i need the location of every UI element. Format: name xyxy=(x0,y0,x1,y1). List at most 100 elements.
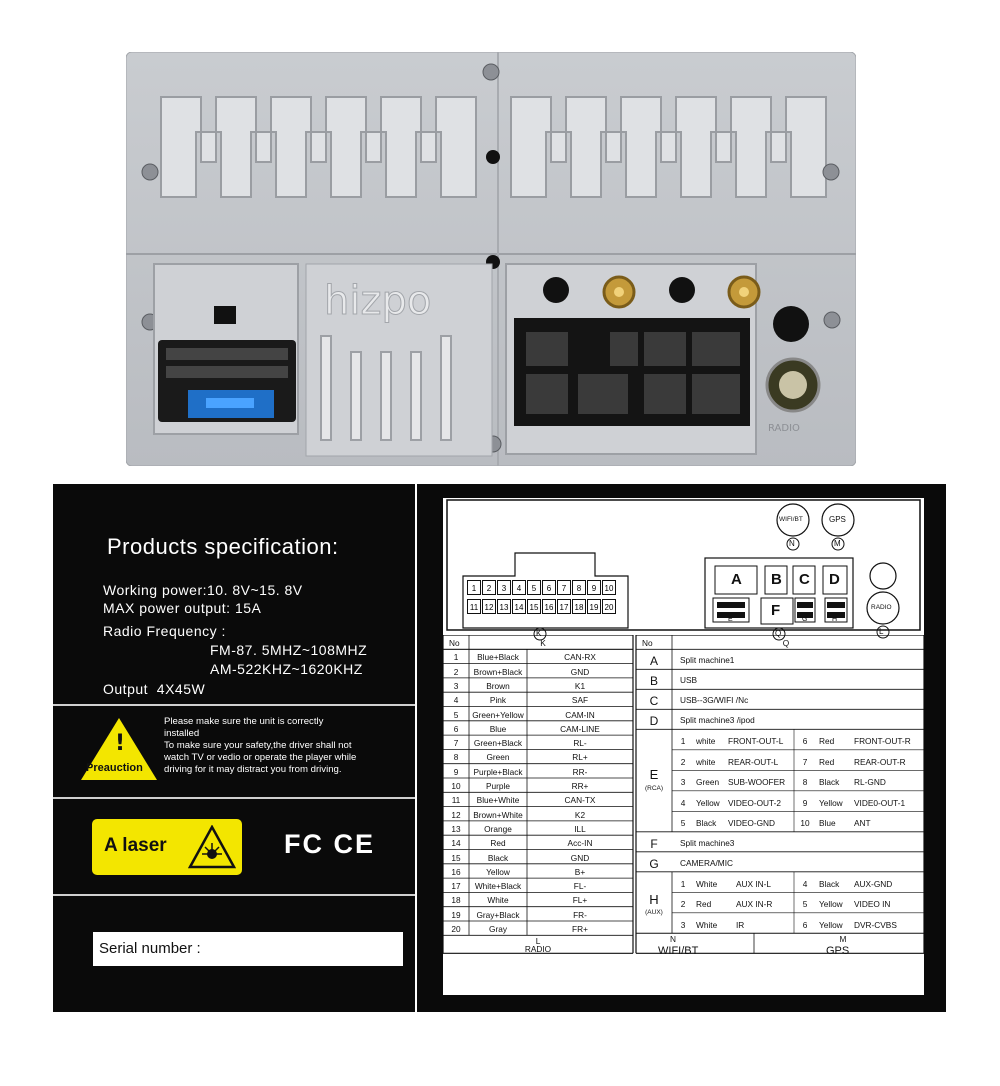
table-k-row-no: 8 xyxy=(453,752,459,763)
pin-box: 11 xyxy=(467,599,481,614)
serial-number-field: Serial number : xyxy=(93,932,403,966)
table-k-row-no: 20 xyxy=(451,924,461,934)
port-hole xyxy=(669,277,695,303)
pin-box: 3 xyxy=(497,580,511,595)
pin-box: 9 xyxy=(587,580,601,595)
table-k-row-color: Brown+Black xyxy=(473,666,523,677)
rca-function: FRONT-OUT-L xyxy=(728,736,784,747)
pin-box: 7 xyxy=(557,580,571,595)
rca-function: RL-GND xyxy=(854,777,886,788)
table-k-row-function: K1 xyxy=(574,680,586,691)
table-q-description: Split machine3 xyxy=(680,837,735,848)
table-k-row-color: Pink xyxy=(489,695,507,706)
divider xyxy=(53,704,415,706)
table-k-row-no: 9 xyxy=(453,766,459,777)
pin-box: 1 xyxy=(467,580,481,595)
table-k-row-color: White xyxy=(487,895,509,906)
block-b: B xyxy=(771,571,782,588)
rca-wire-color: Blue xyxy=(819,818,836,829)
table-k-row-function: CAM-IN xyxy=(565,709,595,720)
laser-label: A laser xyxy=(104,835,167,856)
table-q-letter: D xyxy=(649,714,659,729)
pin-box: 5 xyxy=(527,580,541,595)
badge-q: Q xyxy=(775,629,782,638)
caution-line: To make sure your safety,the driver shal… xyxy=(164,740,352,751)
table-q-footer-m: M xyxy=(839,934,847,945)
table-k-header-k: K xyxy=(540,638,546,648)
pin-box: 6 xyxy=(542,580,556,595)
rca-wire-color: Black xyxy=(696,818,717,829)
table-k-row-color: Blue xyxy=(489,723,507,734)
block-g: G xyxy=(802,616,808,623)
rca-pin-no: 2 xyxy=(680,756,686,767)
table-k-row-color: Brown xyxy=(486,680,510,691)
table-k-row-function: SAF xyxy=(571,695,589,706)
rca-function: VIDEO-OUT-2 xyxy=(728,797,782,808)
aux-pin-no: 6 xyxy=(802,919,808,930)
aux-function: VIDEO IN xyxy=(854,899,891,910)
divider xyxy=(53,894,415,896)
table-k-row-no: 19 xyxy=(451,909,461,920)
rca-pin-no: 9 xyxy=(802,797,808,808)
pin-box: 16 xyxy=(542,599,556,614)
block-e: E xyxy=(728,616,733,623)
table-k-row-no: 6 xyxy=(453,723,459,734)
table-k-row-color: Yellow xyxy=(486,866,510,877)
aux-function: AUX IN-L xyxy=(736,878,772,889)
pin-box: 14 xyxy=(512,599,526,614)
table-k-row-function: FR+ xyxy=(572,924,588,934)
rca-function: SUB-WOOFER xyxy=(728,777,786,788)
laser-badge: A laser xyxy=(92,819,242,875)
table-q-footer-gps: GPS xyxy=(826,945,850,958)
screw-icon xyxy=(822,163,840,181)
table-k-row-no: 5 xyxy=(453,709,459,720)
table-k-row-color: Blue+Black xyxy=(477,652,519,663)
table-k-row-function: FL- xyxy=(573,881,587,892)
table-k-row-color: Purple xyxy=(486,781,510,791)
table-k-row-no: 11 xyxy=(451,795,461,806)
table-k-row-no: 2 xyxy=(453,666,459,677)
pin-box: 17 xyxy=(557,599,571,614)
pin-box: 10 xyxy=(602,580,616,595)
caution-line: driving for it may distract you from dri… xyxy=(164,764,342,775)
table-k-row-no: 3 xyxy=(453,680,459,691)
rca-pin-no: 7 xyxy=(802,756,808,767)
rca-pin-no: 6 xyxy=(802,736,808,747)
table-q-sub: (AUX) xyxy=(645,908,663,916)
rca-wire-color: Red xyxy=(819,736,835,747)
rca-function: ANT xyxy=(854,818,871,829)
aux-wire-color: White xyxy=(696,919,718,930)
fcc-ce-marks: FC CE xyxy=(284,829,375,859)
table-q-footer-wifi: WIFI/BT xyxy=(658,945,699,958)
svg-text:!: ! xyxy=(115,731,125,756)
rca-pin-no: 4 xyxy=(680,797,686,808)
table-k-row-color: Green+Black xyxy=(473,738,523,749)
brand-logo: hizpo xyxy=(324,278,431,324)
spec-max-power: MAX power output: 15A xyxy=(103,600,262,616)
table-k-row-no: 15 xyxy=(451,852,461,863)
gps-badge: GPS xyxy=(829,515,846,524)
pin-box: 2 xyxy=(482,580,496,595)
caution-badge-label: Preauction xyxy=(86,762,143,774)
table-q-letter: H xyxy=(649,891,659,907)
laser-warning-icon xyxy=(188,825,236,869)
spec-title: Products specification: xyxy=(107,534,339,559)
block-h: H xyxy=(832,616,838,623)
caution-line: watch TV or vedio or operate the player … xyxy=(164,752,357,763)
pin-box: 18 xyxy=(572,599,586,614)
radio-badge: RADIO xyxy=(871,604,892,611)
table-k-row-color: Orange xyxy=(484,823,512,834)
rca-function: VIDE0-OUT-1 xyxy=(854,797,906,808)
caution-warning-icon: ! xyxy=(81,718,157,780)
connector-k-outline xyxy=(462,552,629,629)
rca-pin-no: 8 xyxy=(802,777,808,788)
pin-box: 13 xyxy=(497,599,511,614)
pin-box: 20 xyxy=(602,599,616,614)
table-k-row-no: 1 xyxy=(453,652,459,663)
screw-icon xyxy=(141,163,159,181)
table-k-row-no: 18 xyxy=(451,895,461,906)
chassis-drawing: hizpo RADIO xyxy=(126,52,856,466)
